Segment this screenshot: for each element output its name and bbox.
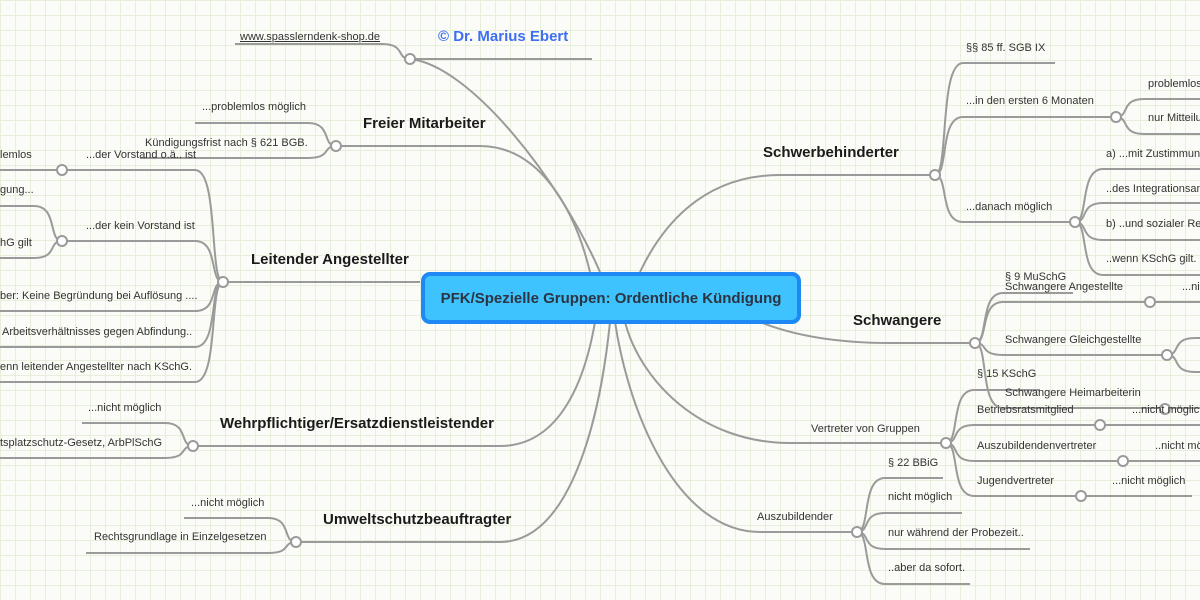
branch-node[interactable] xyxy=(1094,419,1106,431)
connector-line xyxy=(193,321,596,447)
connector-line xyxy=(624,321,946,444)
leaf[interactable]: nur während der Probezeit.. xyxy=(888,527,1024,539)
topic-auszubildender[interactable]: Auszubildender xyxy=(757,511,833,523)
topic-vertreter-von-gruppen[interactable]: Vertreter von Gruppen xyxy=(811,423,920,435)
topic-freier-mitarbeiter[interactable]: Freier Mitarbeiter xyxy=(363,115,486,132)
leaf[interactable]: § 15 KSchG xyxy=(977,368,1037,380)
topic-umweltschutzbeauftragter[interactable]: Umweltschutzbeauftragter xyxy=(323,511,512,528)
leaf[interactable]: Rechtsgrundlage in Einzelgesetzen xyxy=(94,531,267,543)
branch-node[interactable] xyxy=(1075,490,1087,502)
leaf[interactable]: ...problemlos möglich xyxy=(202,101,306,113)
branch-node[interactable] xyxy=(1069,216,1081,228)
branch-node[interactable] xyxy=(1159,403,1171,415)
branch-node[interactable] xyxy=(1110,111,1122,123)
leaf[interactable]: § 22 BBiG xyxy=(888,457,939,469)
leaf[interactable]: Betriebsratsmitglied xyxy=(977,404,1074,416)
connector-line xyxy=(759,321,975,344)
connector-line xyxy=(934,174,1075,223)
branch-node[interactable] xyxy=(187,440,199,452)
connector-line xyxy=(235,43,411,60)
connector-line xyxy=(296,321,611,543)
website-link[interactable]: www.spasslerndenk-shop.de xyxy=(240,31,381,43)
branch-node[interactable] xyxy=(851,526,863,538)
connector-line xyxy=(934,116,1116,176)
branch-node[interactable] xyxy=(330,140,342,152)
leaf[interactable]: ...nic xyxy=(1182,281,1200,293)
connector-line xyxy=(62,169,224,283)
leaf[interactable]: Jugendvertreter xyxy=(977,475,1055,487)
leaf[interactable]: ..aber da sofort. xyxy=(888,562,966,574)
leaf[interactable]: Schwangere Heimarbeiterin xyxy=(1005,387,1141,399)
leaf[interactable]: ...danach möglich xyxy=(966,201,1053,213)
leaf[interactable]: Schwangere Angestellte xyxy=(1005,281,1124,293)
topic-leitender-angestellter[interactable]: Leitender Angestellter xyxy=(251,251,409,268)
leaf[interactable]: a) ...mit Zustimmung xyxy=(1106,148,1200,160)
central-topic[interactable]: PFK/Spezielle Gruppen: Ordentliche Kündi… xyxy=(421,272,801,324)
branch-node[interactable] xyxy=(217,276,229,288)
leaf[interactable]: enn leitender Angestellter nach KSchG. xyxy=(0,361,193,373)
connector-line xyxy=(62,240,224,283)
branch-node[interactable] xyxy=(290,536,302,548)
leaf[interactable]: §§ 85 ff. SGB IX xyxy=(966,42,1046,54)
leaf[interactable]: ...in den ersten 6 Monaten xyxy=(966,95,1094,107)
leaf[interactable]: ber: Keine Begründung bei Auflösung .... xyxy=(0,290,198,302)
branch-node[interactable] xyxy=(56,235,68,247)
branch-node[interactable] xyxy=(929,169,941,181)
leaf[interactable]: nicht möglich xyxy=(888,491,953,503)
connector-line xyxy=(614,321,857,533)
branch-node[interactable] xyxy=(404,53,416,65)
connector-line xyxy=(856,477,943,533)
leaf[interactable]: Arbeitsverhältnisses gegen Abfindung.. xyxy=(2,326,193,338)
branch-node[interactable] xyxy=(1161,349,1173,361)
branch-node[interactable] xyxy=(969,337,981,349)
leaf[interactable]: ...nicht möglich xyxy=(88,402,162,414)
connector-line xyxy=(0,281,224,383)
leaf[interactable]: b) ..und sozialer Re xyxy=(1106,218,1200,230)
leaf[interactable]: nur Mitteilu xyxy=(1148,112,1200,124)
leaf[interactable]: ..wenn KSchG gilt. xyxy=(1106,253,1197,265)
topic-schwerbehinderter[interactable]: Schwerbehinderter xyxy=(763,144,899,161)
leaf[interactable]: ...der Vorstand o.ä.. ist xyxy=(86,149,197,161)
copyright-label: © Dr. Marius Ebert xyxy=(438,28,569,45)
branch-node[interactable] xyxy=(56,164,68,176)
leaf[interactable]: tsplatzschutz-Gesetz, ArbPlSchG xyxy=(0,437,163,449)
central-topic-label: PFK/Spezielle Gruppen: Ordentliche Kündi… xyxy=(440,289,782,307)
connector-line xyxy=(639,174,935,273)
leaf[interactable]: ...nicht möglich xyxy=(191,497,265,509)
leaf[interactable]: hG gilt xyxy=(0,237,32,249)
connector-line xyxy=(934,62,1055,176)
leaf[interactable]: lemlos xyxy=(0,149,32,161)
branch-node[interactable] xyxy=(940,437,952,449)
topic-schwangere[interactable]: Schwangere xyxy=(853,312,942,329)
leaf[interactable]: Auszubildendenvertreter xyxy=(977,440,1097,452)
leaf[interactable]: ...nicht möglich xyxy=(1112,475,1186,487)
connector-line xyxy=(0,205,63,242)
leaf[interactable]: problemlos xyxy=(1148,78,1200,90)
leaf[interactable]: Schwangere Gleichgestellte xyxy=(1005,334,1142,346)
branch-node[interactable] xyxy=(1117,455,1129,467)
leaf[interactable]: ...der kein Vorstand ist xyxy=(86,220,195,232)
leaf[interactable]: gung... xyxy=(0,184,34,196)
connector-line xyxy=(336,145,591,273)
leaf[interactable]: ..nicht mö xyxy=(1155,440,1200,452)
leaf[interactable]: ...nicht möglich xyxy=(1132,404,1200,416)
branch-node[interactable] xyxy=(1144,296,1156,308)
connector-line xyxy=(409,58,601,273)
leaf[interactable]: ..des Integrationsam xyxy=(1106,183,1200,195)
topic-wehrpflichtiger[interactable]: Wehrpflichtiger/Ersatzdienstleistender xyxy=(220,415,494,432)
leaf[interactable]: § 9 MuSchG xyxy=(1005,271,1067,283)
leaf[interactable]: Kündigungsfrist nach § 621 BGB. xyxy=(145,137,308,149)
